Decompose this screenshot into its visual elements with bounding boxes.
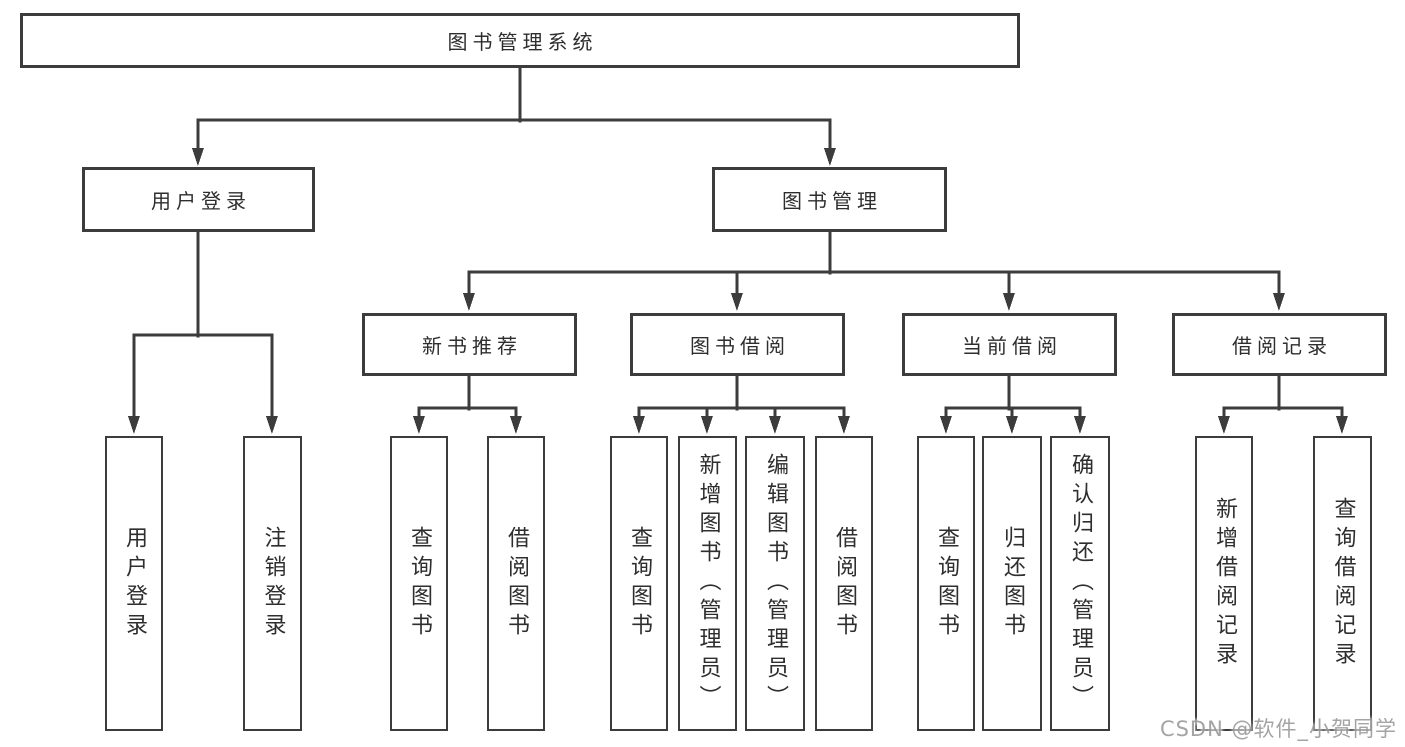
- leaf-br-query-record: 查询借阅记录: [1313, 436, 1372, 731]
- arrow-down-icon: [701, 416, 713, 434]
- arrow-down-icon: [463, 293, 475, 311]
- leaf-label: 确认归还（管理员）: [1068, 453, 1093, 714]
- leaf-label: 注销登录: [260, 525, 286, 642]
- leaf-bb-query-books: 查询图书: [610, 436, 668, 731]
- leaf-label: 借阅图书: [504, 525, 529, 642]
- arrow-down-icon: [731, 293, 743, 311]
- leaf-label: 查询图书: [627, 525, 652, 642]
- arrow-down-icon: [824, 148, 836, 166]
- node-borrow-records: 借阅记录: [1172, 313, 1387, 376]
- leaf-label: 查询图书: [407, 525, 432, 642]
- leaf-bb-borrow-books: 借阅图书: [815, 436, 873, 731]
- connector-user-login-children: [128, 230, 278, 434]
- arrow-down-icon: [1273, 293, 1285, 311]
- node-current-borrow: 当前借阅: [902, 313, 1117, 376]
- connector-root-to-level2: [192, 66, 836, 166]
- arrow-down-icon: [940, 416, 952, 434]
- leaf-label: 用户登录: [122, 525, 147, 642]
- node-book-management: 图书管理: [712, 167, 947, 232]
- arrow-down-icon: [128, 416, 140, 434]
- leaf-cb-return-books: 归还图书: [982, 436, 1042, 731]
- leaf-label: 编辑图书（管理员）: [763, 453, 788, 714]
- leaf-label: 归还图书: [1000, 525, 1025, 642]
- arrow-down-icon: [192, 148, 204, 166]
- arrow-down-icon: [413, 416, 425, 434]
- leaf-label: 查询图书: [934, 525, 959, 642]
- arrow-down-icon: [510, 416, 522, 434]
- connector-current-children: [940, 374, 1086, 434]
- connector-records-children: [1218, 374, 1348, 434]
- node-root-system: 图书管理系统: [20, 13, 1020, 68]
- arrow-down-icon: [1218, 416, 1230, 434]
- leaf-label: 借阅图书: [832, 525, 857, 642]
- arrow-down-icon: [1074, 416, 1086, 434]
- arrow-down-icon: [1006, 416, 1018, 434]
- leaf-logout: 注销登录: [243, 436, 302, 731]
- arrow-down-icon: [266, 416, 278, 434]
- leaf-rec-borrow-books: 借阅图书: [487, 436, 545, 731]
- connector-new-rec-children: [413, 374, 522, 434]
- arrow-down-icon: [769, 416, 781, 434]
- leaf-bb-edit-books-admin: 编辑图书（管理员）: [745, 436, 805, 731]
- leaf-cb-query-books: 查询图书: [917, 436, 975, 731]
- leaf-bb-add-books-admin: 新增图书（管理员）: [678, 436, 737, 731]
- node-new-book-recommend: 新书推荐: [362, 313, 577, 376]
- leaf-rec-query-books: 查询图书: [390, 436, 448, 731]
- arrow-down-icon: [1003, 293, 1015, 311]
- arrow-down-icon: [838, 416, 850, 434]
- leaf-label: 新增图书（管理员）: [695, 453, 721, 714]
- arrow-down-icon: [1336, 416, 1348, 434]
- connector-borrow-children: [633, 374, 850, 434]
- leaf-user-login: 用户登录: [105, 436, 163, 731]
- csdn-watermark: CSDN @软件_小贺同学: [1159, 717, 1397, 741]
- node-book-borrow: 图书借阅: [630, 313, 845, 376]
- leaf-label: 查询借阅记录: [1330, 496, 1356, 671]
- arrow-down-icon: [633, 416, 645, 434]
- node-user-login: 用户登录: [82, 167, 315, 232]
- leaf-br-add-record: 新增借阅记录: [1195, 436, 1253, 731]
- connector-book-mgmt-children: [463, 230, 1285, 311]
- leaf-cb-confirm-return-admin: 确认归还（管理员）: [1050, 436, 1110, 731]
- leaf-label: 新增借阅记录: [1212, 496, 1237, 671]
